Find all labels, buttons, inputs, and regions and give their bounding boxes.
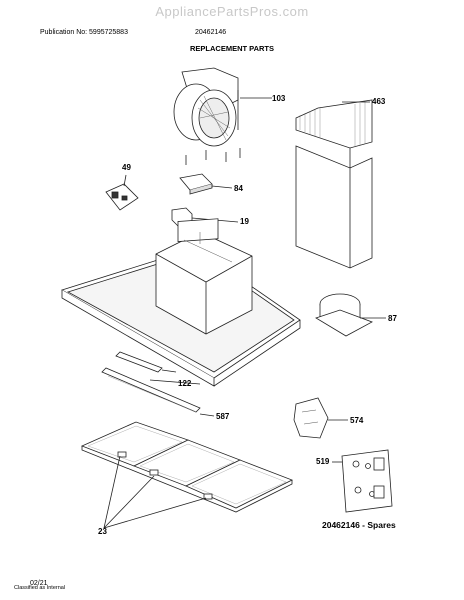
- blower-wheel-drawing: [173, 67, 272, 165]
- part-number-463: 463: [372, 97, 386, 106]
- part-number-519: 519: [316, 457, 330, 466]
- part-number-84: 84: [234, 184, 243, 193]
- part-number-87: 87: [388, 314, 397, 323]
- filters-drawing: [80, 421, 293, 529]
- page-title: REPLACEMENT PARTS: [189, 44, 275, 53]
- part-number-23: 23: [98, 527, 107, 536]
- part-number-574: 574: [350, 416, 364, 425]
- part-number-122: 122: [178, 379, 192, 388]
- model-number: 20462146: [195, 29, 227, 36]
- publication-number: Publication No: 5995725883: [40, 29, 128, 36]
- part-number-103: 103: [272, 94, 286, 103]
- date-code: 02/21: [30, 580, 48, 587]
- control-board-drawing: [105, 174, 139, 211]
- switch-drawing: [179, 173, 233, 195]
- hardware-pack-drawing: [332, 449, 393, 513]
- chimney-drawing: [295, 99, 373, 269]
- site-watermark: AppliancePartsPros.com: [155, 4, 309, 19]
- light-bar-drawing: [115, 351, 177, 373]
- spares-label: 20462146 - Spares: [322, 520, 396, 530]
- grease-trim-drawing: [101, 367, 215, 417]
- classification-note: Classified as Internal: [14, 585, 66, 591]
- canopy-drawing: [61, 218, 301, 387]
- damper-drawing: [315, 293, 386, 337]
- part-number-19: 19: [240, 217, 249, 226]
- brackets-drawing: [293, 397, 348, 439]
- part-number-49: 49: [122, 163, 131, 172]
- part-number-587: 587: [216, 412, 230, 421]
